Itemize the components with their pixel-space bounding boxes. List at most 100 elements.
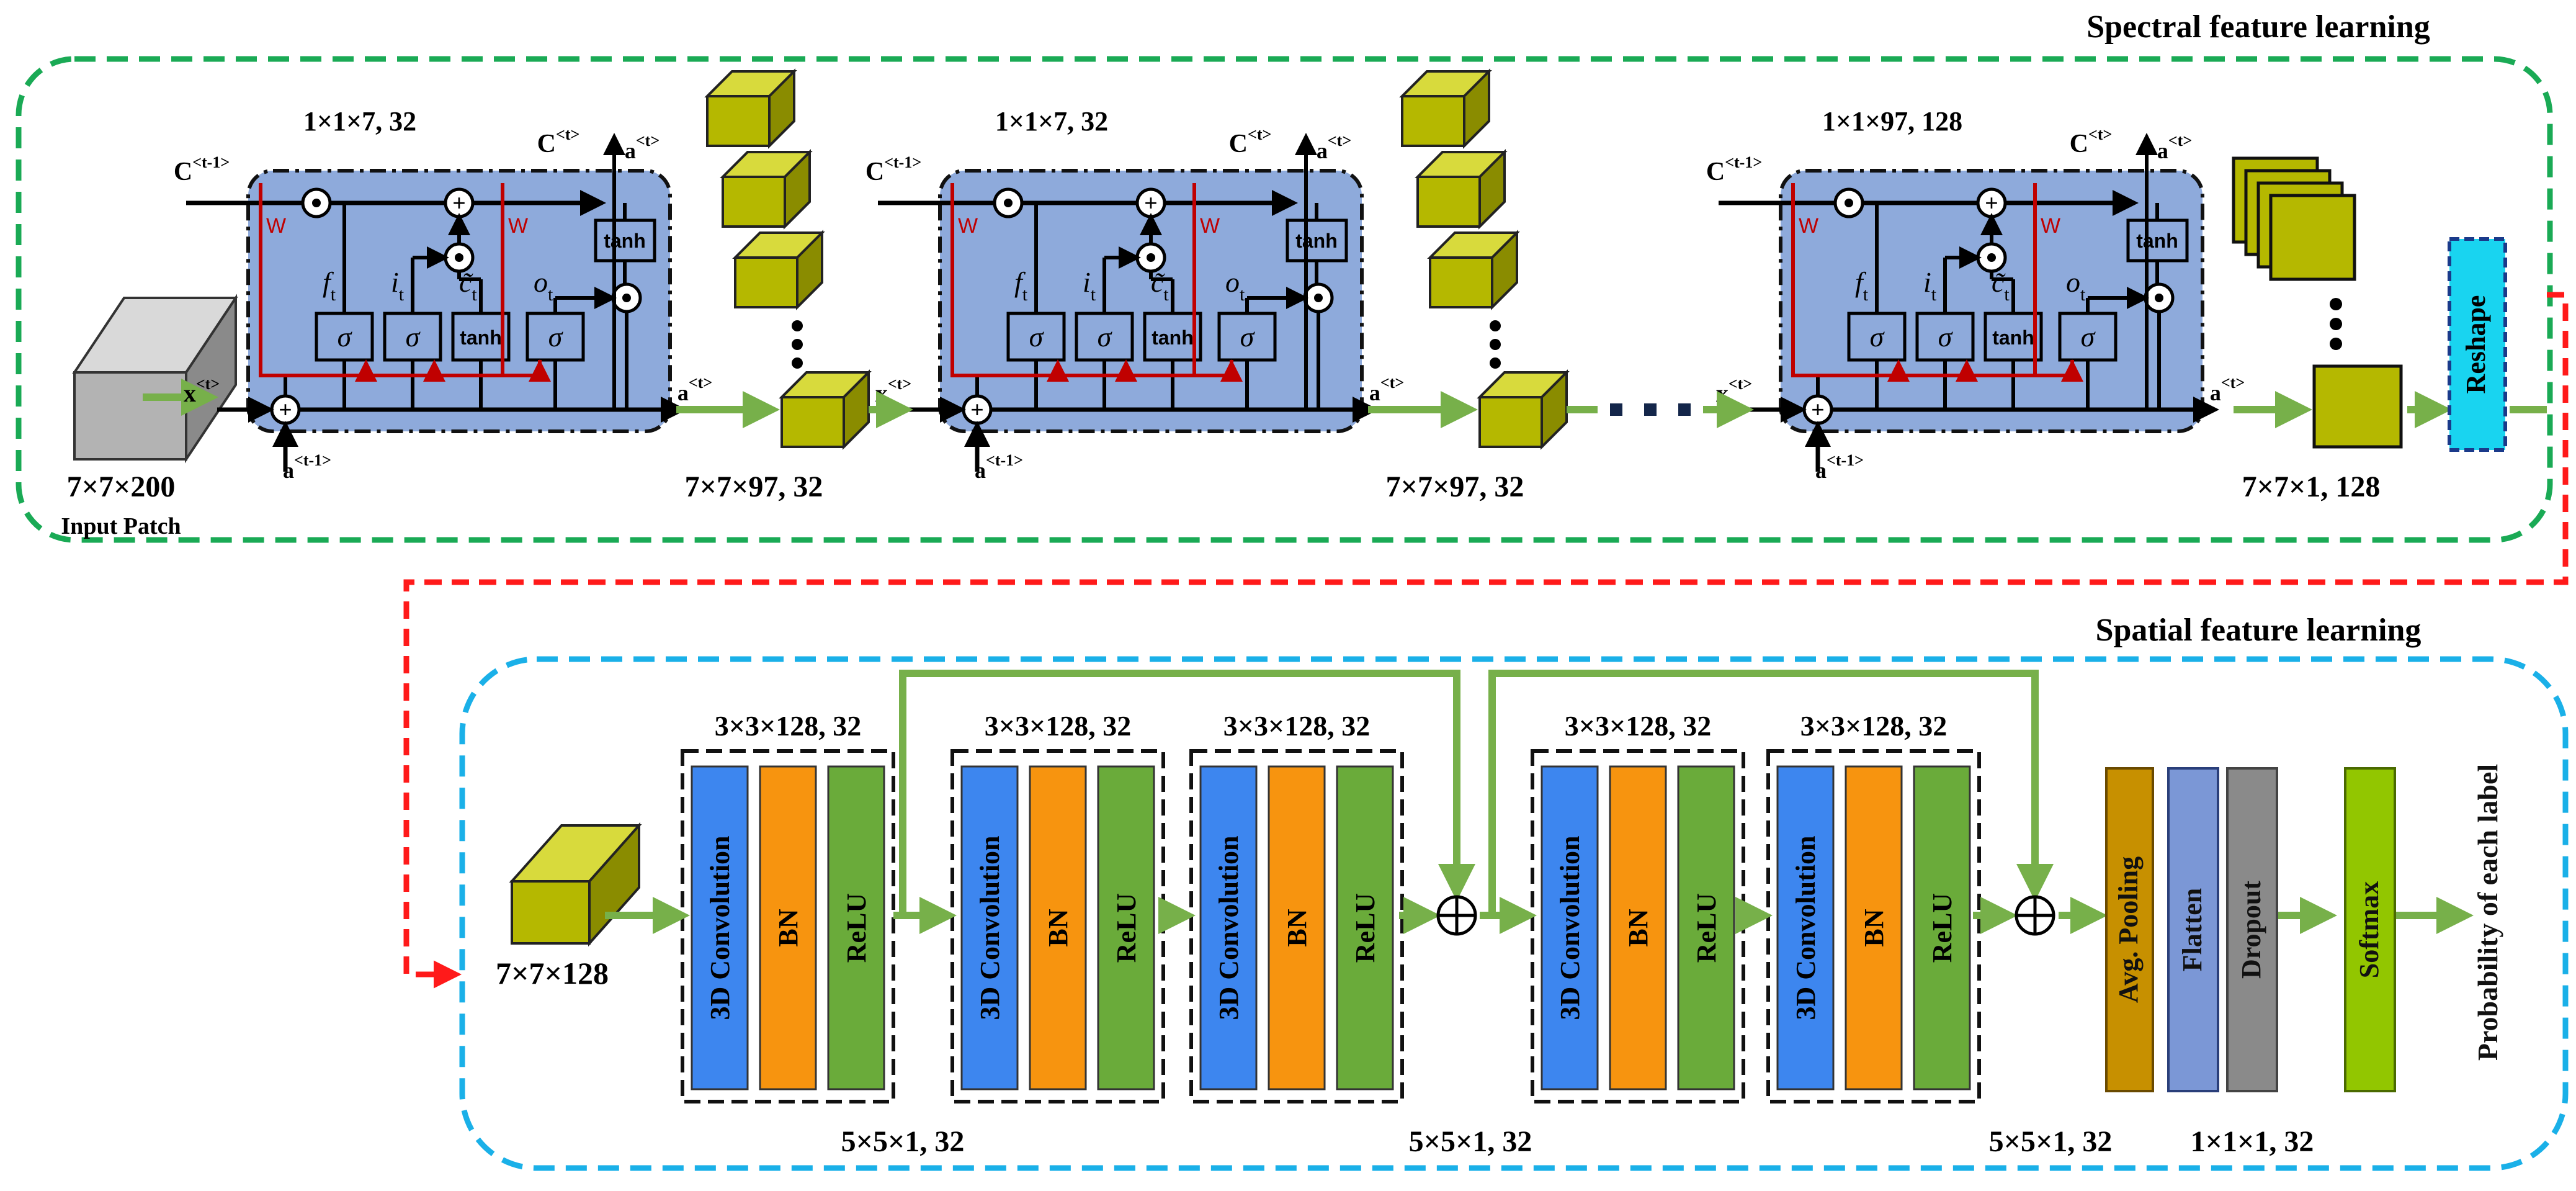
a-next-top-label: a<t> xyxy=(2157,132,2192,163)
conv-blocks: 3×3×128, 32 3D Convolution BN ReLU 3×3×128, … xyxy=(681,710,1981,1103)
input-dim-label: 7×7×200 xyxy=(67,470,176,503)
sigma-gate-label: σ xyxy=(1029,321,1045,353)
dropout-layer xyxy=(2226,767,2278,1092)
bn-layer-label: BN xyxy=(1623,909,1653,946)
a-next-right-label: a<t> xyxy=(678,374,712,405)
cell-top-label: 1×1×97, 128 xyxy=(1822,106,1962,137)
cell-top-label: 1×1×7, 32 xyxy=(995,106,1108,137)
sigma-gate-label: σ xyxy=(548,321,564,353)
sigma-gate-label: σ xyxy=(1870,321,1885,353)
w-label: W xyxy=(266,214,286,238)
bn-layer xyxy=(1845,765,1903,1090)
x-input-label: x<t> xyxy=(875,375,911,407)
bottom-dim-1: 5×5×1, 32 xyxy=(841,1125,965,1158)
conv-layer xyxy=(1199,765,1258,1090)
bn-layer xyxy=(1268,765,1326,1090)
conv-layer-label: 3D Convolution xyxy=(975,835,1005,1020)
tanh-gate-label: tanh xyxy=(1992,326,2034,349)
bottom-dim-4: 1×1×1, 32 xyxy=(2191,1125,2314,1158)
tanh-gate-label: tanh xyxy=(460,326,502,349)
relu-layer-label: ReLU xyxy=(1691,893,1722,963)
tanh-gate-label: tanh xyxy=(1152,326,1194,349)
bn-layer-label: BN xyxy=(773,909,803,946)
dropout-label: Dropout xyxy=(2236,881,2266,979)
c-prev-label: C<t-1> xyxy=(1706,153,1762,186)
conv-block-top-label: 3×3×128, 32 xyxy=(1223,710,1370,742)
sigma-gate-label: σ xyxy=(338,321,353,353)
bn-layer xyxy=(1609,765,1667,1090)
conv-block-top-label: 3×3×128, 32 xyxy=(715,710,861,742)
conv-layer xyxy=(1541,765,1599,1090)
bn-layer xyxy=(759,765,817,1090)
a-next-top-label: a<t> xyxy=(1317,132,1351,163)
spatial-input-dim: 7×7×128 xyxy=(496,956,609,991)
conv-layer xyxy=(960,765,1019,1090)
a-prev-label: a<t-1> xyxy=(283,451,331,483)
relu-layer xyxy=(827,765,885,1090)
lstm-cell-3 xyxy=(1719,133,2203,431)
conv-block-top-label: 3×3×128, 32 xyxy=(1565,710,1711,742)
w-label: W xyxy=(508,214,528,238)
spectral-arrows xyxy=(676,391,2547,428)
relu-layer-label: ReLU xyxy=(841,893,872,963)
c-prev-label: C<t-1> xyxy=(174,153,230,186)
tanh-out-label: tanh xyxy=(604,230,646,252)
spatial-border xyxy=(459,656,2569,1171)
w-label: W xyxy=(958,214,978,238)
reshape-label: Reshape xyxy=(2461,295,2491,394)
c-next-label: C<t> xyxy=(537,125,580,158)
sigma-gate-label: σ xyxy=(1938,321,1954,353)
bn-layer-label: BN xyxy=(1859,909,1889,946)
bottom-dim-3: 5×5×1, 32 xyxy=(1989,1125,2113,1158)
spectral-feature-maps xyxy=(2232,156,2403,449)
c-next-label: C<t> xyxy=(2070,125,2113,158)
conv-layer xyxy=(691,765,749,1090)
conv-block-top-label: 3×3×128, 32 xyxy=(1800,710,1947,742)
softmax-label: Softmax xyxy=(2354,881,2384,978)
relu-layer xyxy=(1097,765,1155,1090)
relu-layer-label: ReLU xyxy=(1350,893,1380,963)
relu-layer xyxy=(1913,765,1971,1090)
bottom-dim-2: 5×5×1, 32 xyxy=(1409,1125,1532,1158)
conv-layer-label: 3D Convolution xyxy=(1555,835,1585,1020)
w-label: W xyxy=(2041,214,2060,238)
avg-pooling-label: Avg. Pooling xyxy=(2113,856,2144,1003)
a-next-right-label: a<t> xyxy=(2210,374,2245,405)
spatial-title: Spatial feature learning xyxy=(2096,613,2422,648)
conv-layer xyxy=(1776,765,1835,1090)
spatial-input-cube xyxy=(509,822,642,947)
bn-layer-label: BN xyxy=(1043,909,1073,946)
tanh-out-label: tanh xyxy=(1295,230,1338,252)
avg-pooling-layer xyxy=(2105,767,2154,1092)
spectral-title: Spectral feature learning xyxy=(2086,9,2430,45)
x-input-label: x<t> xyxy=(1716,375,1752,407)
skip-connection-2 xyxy=(1488,670,2054,915)
a-prev-label: a<t-1> xyxy=(975,451,1023,483)
softmax-layer xyxy=(2344,767,2396,1092)
sigma-gate-label: σ xyxy=(2081,321,2096,353)
spectral-cubes-1 xyxy=(706,70,870,448)
relu-layer-label: ReLU xyxy=(1111,893,1142,963)
cell-top-label: 1×1×7, 32 xyxy=(303,106,416,137)
relu-layer-label: ReLU xyxy=(1927,893,1957,963)
a-next-top-label: a<t> xyxy=(625,132,660,163)
w-label: W xyxy=(1200,214,1220,238)
tanh-out-label: tanh xyxy=(2136,230,2178,252)
sigma-gate-label: σ xyxy=(1240,321,1256,353)
c-prev-label: C<t-1> xyxy=(865,153,921,186)
flatten-label: Flatten xyxy=(2177,888,2207,971)
cell-out-label: 7×7×1, 128 xyxy=(2242,470,2381,503)
lstm-cell-2 xyxy=(878,133,1362,431)
w-label: W xyxy=(1799,214,1818,238)
sigma-gate-label: σ xyxy=(1098,321,1113,353)
reshape-block xyxy=(2448,237,2507,452)
a-next-right-label: a<t> xyxy=(1369,374,1404,405)
conv-block-top-label: 3×3×128, 32 xyxy=(985,710,1131,742)
skip-connection-1 xyxy=(899,670,1475,915)
output-label: Probability of each label xyxy=(2472,764,2503,1061)
lstm-cell-1 xyxy=(186,133,670,431)
a-prev-label: a<t-1> xyxy=(1815,451,1864,483)
cell-out-label: 7×7×97, 32 xyxy=(685,470,823,503)
